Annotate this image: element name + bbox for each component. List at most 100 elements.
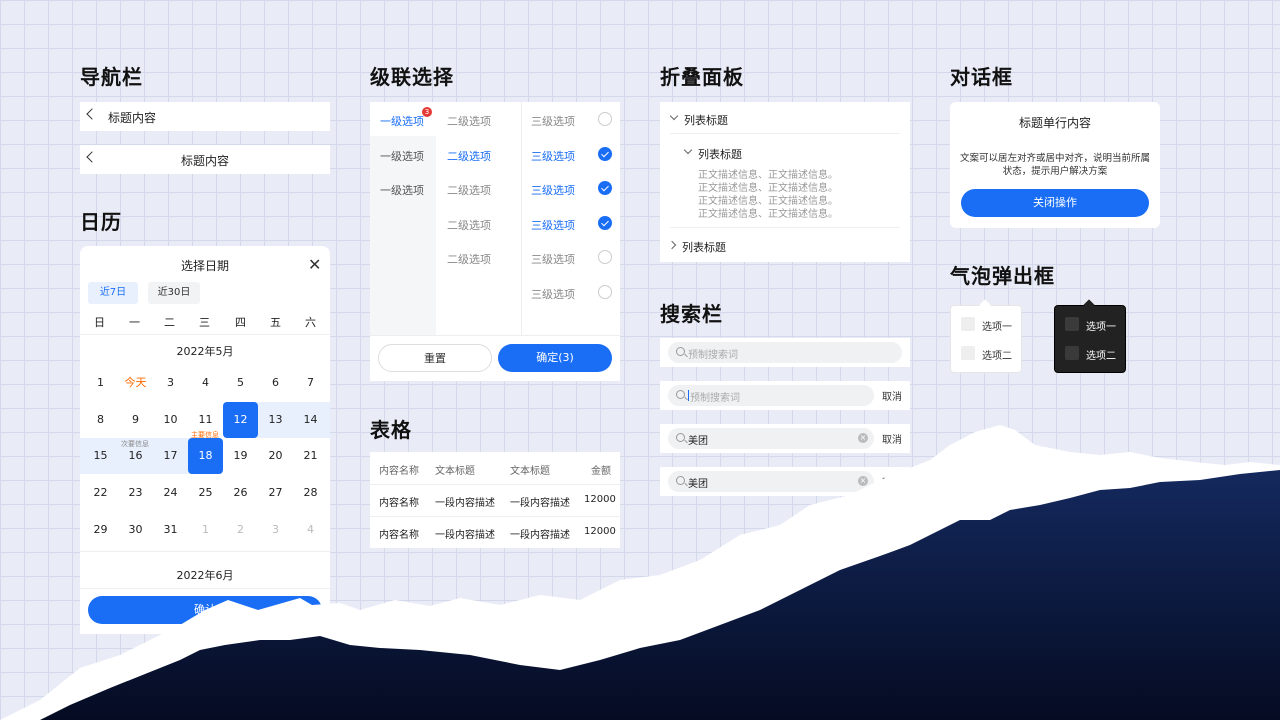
collapse-body-line: 正文描述信息、正文描述信息。 — [698, 170, 838, 181]
day-cell[interactable]: 25 — [198, 486, 213, 499]
day-cell-range-start[interactable]: 12 — [223, 402, 258, 438]
weekday: 日 — [94, 316, 105, 329]
clear-icon[interactable]: × — [858, 433, 868, 443]
divider — [370, 335, 620, 336]
cascader-option-level1[interactable]: 一级选项 — [380, 184, 424, 197]
reset-button[interactable]: 重置 — [378, 344, 492, 372]
cancel-button[interactable]: 取消 — [882, 392, 902, 403]
day-cell[interactable]: 15 — [93, 449, 108, 462]
day-cell[interactable]: 17 — [163, 449, 178, 462]
column-header: 金额 — [591, 466, 611, 477]
popover-option[interactable]: 选项一 — [1086, 322, 1116, 333]
confirm-button[interactable]: 确定(3) — [498, 344, 612, 372]
cascader-column-level2: 二级选项 二级选项 二级选项 二级选项 二级选项 — [436, 102, 521, 335]
day-cell-outside[interactable]: 4 — [307, 523, 314, 536]
day-cell[interactable]: 30 — [128, 523, 143, 536]
day-cell[interactable]: 14 — [303, 413, 318, 426]
calendar-week: 29 30 31 1 2 3 4 — [80, 512, 330, 548]
close-icon[interactable]: ✕ — [308, 255, 322, 274]
cascader-option-level2-active[interactable]: 二级选项 — [447, 150, 491, 163]
cascader-column-level1: 一级选项 3 一级选项 一级选项 — [370, 102, 436, 335]
weekday-row: 日 一 二 三 四 五 六 — [80, 314, 330, 330]
search-icon — [676, 347, 685, 356]
search-input[interactable]: 美团 × — [668, 471, 874, 492]
search-bar-typing: 美团 × 取消 — [660, 424, 910, 453]
cascader-option-level3-selected[interactable]: 三级选项 — [531, 219, 575, 232]
day-cell[interactable]: 8 — [97, 413, 104, 426]
collapse-item-title[interactable]: 列表标题 — [684, 114, 728, 127]
day-cell[interactable]: 5 — [237, 376, 244, 389]
table-cell: 内容名称 — [379, 498, 419, 509]
day-cell[interactable]: 31 — [163, 523, 178, 536]
shortcut-30-days[interactable]: 近30日 — [148, 282, 200, 304]
cascader-option-level3[interactable]: 三级选项 — [531, 288, 575, 301]
check-icon[interactable] — [598, 216, 612, 230]
cancel-button[interactable]: 取消 — [882, 435, 902, 446]
dialog-body: 文案可以居左对齐或居中对齐，说明当前所属状态，提示用户解决方案 — [960, 153, 1151, 177]
cascader-option-level1-active[interactable]: 一级选项 — [380, 115, 424, 128]
weekday: 三 — [199, 316, 210, 329]
radio-unchecked[interactable] — [598, 112, 612, 126]
day-cell-outside[interactable]: 1 — [202, 523, 209, 536]
day-cell[interactable]: 10 — [163, 413, 178, 426]
shortcut-7-days[interactable]: 近7日 — [88, 282, 138, 304]
radio-unchecked[interactable] — [598, 285, 612, 299]
range-highlight — [80, 438, 205, 474]
day-cell-range-end[interactable]: 18 — [188, 438, 223, 474]
cascader-option-level3-selected[interactable]: 三级选项 — [531, 150, 575, 163]
day-cell[interactable]: 9 — [132, 413, 139, 426]
cascader-option-level2[interactable]: 二级选项 — [447, 253, 491, 266]
table-cell: 一段内容描述 — [435, 530, 495, 541]
day-cell[interactable]: 6 — [272, 376, 279, 389]
collapse-item-title[interactable]: 列表标题 — [682, 241, 726, 254]
day-cell[interactable]: 28 — [303, 486, 318, 499]
day-cell[interactable]: 22 — [93, 486, 108, 499]
cascader-option-level1[interactable]: 一级选项 — [380, 150, 424, 163]
day-cell[interactable]: 16 — [128, 449, 143, 462]
column-header: 内容名称 — [379, 466, 419, 477]
day-cell[interactable]: 24 — [163, 486, 178, 499]
day-cell[interactable]: 20 — [268, 449, 283, 462]
search-input[interactable]: 预制搜索词 — [668, 385, 874, 406]
cascader-panel: 一级选项 3 一级选项 一级选项 二级选项 二级选项 二级选项 二级选项 二级选… — [370, 102, 620, 381]
clear-icon[interactable]: × — [858, 476, 868, 486]
day-cell[interactable]: 11 — [198, 413, 213, 426]
navbar-title: 标题内容 — [180, 154, 229, 168]
day-cell[interactable]: 4 — [202, 376, 209, 389]
day-cell[interactable]: 27 — [268, 486, 283, 499]
cascader-option-level2[interactable]: 二级选项 — [447, 219, 491, 232]
check-icon[interactable] — [598, 181, 612, 195]
cascader-option-level2[interactable]: 二级选项 — [447, 184, 491, 197]
day-cell[interactable]: 19 — [233, 449, 248, 462]
radio-unchecked[interactable] — [598, 250, 612, 264]
search-input[interactable]: 美团 × — [668, 428, 874, 449]
day-cell[interactable]: 13 — [268, 413, 283, 426]
popover-option[interactable]: 选项一 — [982, 322, 1012, 333]
cascader-option-level2[interactable]: 二级选项 — [447, 115, 491, 128]
day-cell-outside[interactable]: 3 — [272, 523, 279, 536]
day-cell[interactable]: 1 — [97, 376, 104, 389]
search-input[interactable]: 预制搜索词 — [668, 342, 902, 363]
table-cell: 一段内容描述 — [510, 530, 570, 541]
section-title-search: 搜索栏 — [660, 302, 723, 326]
popover-option[interactable]: 选项二 — [1086, 351, 1116, 362]
day-cell[interactable]: 26 — [233, 486, 248, 499]
table-cell: 12000 — [584, 526, 616, 537]
cascader-option-level3-selected[interactable]: 三级选项 — [531, 184, 575, 197]
day-cell[interactable]: 29 — [93, 523, 108, 536]
day-cell-today[interactable]: 今天 — [124, 376, 147, 389]
day-cell[interactable]: 23 — [128, 486, 143, 499]
day-cell[interactable]: 3 — [167, 376, 174, 389]
popover-option[interactable]: 选项二 — [982, 351, 1012, 362]
cascader-option-level3[interactable]: 三级选项 — [531, 115, 575, 128]
cascader-option-level3[interactable]: 三级选项 — [531, 253, 575, 266]
dialog-close-button[interactable]: 关闭操作 — [961, 189, 1149, 217]
table-cell: 一段内容描述 — [435, 498, 495, 509]
day-cell[interactable]: 21 — [303, 449, 318, 462]
check-icon[interactable] — [598, 147, 612, 161]
day-cell[interactable]: 7 — [307, 376, 314, 389]
navbar-left-aligned: 标题内容 — [80, 102, 330, 131]
day-cell-outside[interactable]: 2 — [237, 523, 244, 536]
cascader-column-level3: 三级选项 三级选项 三级选项 三级选项 三级选项 三级选项 — [521, 102, 621, 335]
collapse-subitem-title[interactable]: 列表标题 — [698, 148, 742, 161]
